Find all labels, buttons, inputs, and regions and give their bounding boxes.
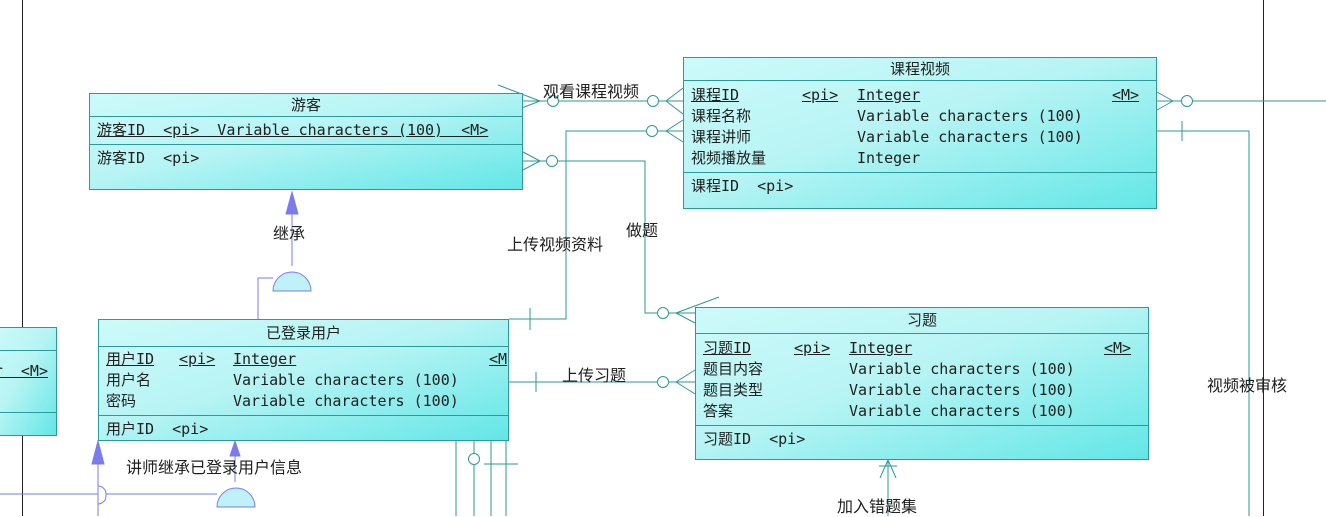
attribute-name: 密码 [106, 392, 137, 410]
relationship-label-do-exercise[interactable]: 做题 [626, 221, 659, 240]
video-review-line [1156, 91, 1326, 516]
attribute-row: 题目内容 Variable characters (100) [703, 359, 1148, 380]
attribute-type: Integer [857, 149, 921, 167]
index-row: 游客ID <pi> [97, 149, 200, 167]
attribute-mandatory: <M> [1112, 86, 1140, 104]
attribute-mandatory: <M [489, 350, 508, 368]
entity-course-video[interactable]: 课程视频 课程ID <pi> Integer <M> 课程名称 Variable… [683, 57, 1157, 209]
relationship-label-add-wrong-set[interactable]: 加入错题集 [837, 497, 918, 516]
attribute-type: Variable characters (100) [233, 371, 459, 389]
entity-title: 游客 [90, 94, 522, 117]
index-row: 用户ID <pi> [106, 420, 209, 438]
relationship-label-video-review[interactable]: 视频被审核 [1207, 376, 1288, 395]
attribute-name: 课程ID [691, 86, 740, 104]
attribute-row: 密码 Variable characters (100) [106, 391, 508, 412]
attribute-name: 习题ID [703, 339, 752, 357]
entity-exercise[interactable]: 习题 习题ID <pi> Integer <M> 题目内容 Variable c… [695, 307, 1149, 460]
attribute-row: 游客ID <pi> Variable characters (100) <M> [97, 121, 489, 139]
relationship-label-upload-video[interactable]: 上传视频资料 [507, 235, 604, 254]
entity-title: 习题 [696, 308, 1148, 334]
entity-partial-left[interactable]: r <M> [0, 327, 57, 436]
user-down-lines [455, 441, 518, 516]
attribute-type: Variable characters (100) [857, 107, 1083, 125]
upload-video-line [509, 119, 684, 330]
attribute-type: Variable characters (100) [849, 402, 1075, 420]
attribute-name: 用户ID [106, 350, 155, 368]
attribute-type: Integer [849, 339, 913, 357]
attribute-row: 课程ID <pi> Integer <M> [691, 85, 1156, 106]
attribute-pi: <pi> [794, 339, 831, 357]
attribute-type: Variable characters (100) [849, 360, 1075, 378]
relationship-label-inherit[interactable]: 继承 [273, 224, 306, 243]
attribute-row: 题目类型 Variable characters (100) [703, 380, 1148, 401]
attribute-pi: <pi> [179, 350, 216, 368]
relationship-label-upload-exercise[interactable]: 上传习题 [562, 366, 627, 385]
attribute-row: 用户ID <pi> Integer <M [106, 349, 508, 370]
attribute-name: 用户名 [106, 371, 152, 389]
attribute-row: 课程名称 Variable characters (100) [691, 106, 1156, 127]
index-row: 习题ID <pi> [703, 430, 806, 448]
entity-visitor[interactable]: 游客 游客ID <pi> Variable characters (100) <… [89, 93, 523, 190]
teacher-inherit-symbol [0, 439, 256, 516]
attribute-name: 题目内容 [703, 360, 764, 378]
attribute-name: 课程名称 [691, 107, 752, 125]
attribute-name: 题目类型 [703, 381, 764, 399]
index-row: 课程ID <pi> [691, 177, 794, 195]
attribute-pi: <pi> [802, 86, 839, 104]
attribute-type: Variable characters (100) [857, 128, 1083, 146]
attribute-row: 课程讲师 Variable characters (100) [691, 127, 1156, 148]
attribute-type: Integer [233, 350, 297, 368]
entity-title: 已登录用户 [99, 320, 508, 347]
index-row [0, 413, 56, 435]
attribute-type: Variable characters (100) [233, 392, 459, 410]
attribute-type: Integer [857, 86, 921, 104]
attribute-name: 答案 [703, 402, 734, 420]
entity-logged-user[interactable]: 已登录用户 用户ID <pi> Integer <M 用户名 Variable … [98, 319, 509, 441]
upload-exercise-line [509, 369, 696, 395]
relationship-label-teacher-inherit[interactable]: 讲师继承已登录用户信息 [126, 458, 303, 477]
attribute-row: 视频播放量 Integer [691, 148, 1156, 169]
entity-title [0, 328, 56, 351]
attribute-mandatory: <M> [1104, 339, 1132, 357]
inherit-symbol [257, 190, 312, 319]
attribute-type: Variable characters (100) [849, 381, 1075, 399]
attribute-name: 视频播放量 [691, 149, 767, 167]
attribute-row: 习题ID <pi> Integer <M> [703, 338, 1148, 359]
add-wrong-set-line [879, 459, 897, 516]
attribute-row: 用户名 Variable characters (100) [106, 370, 508, 391]
attribute-name: 课程讲师 [691, 128, 752, 146]
entity-title: 课程视频 [684, 58, 1156, 81]
attribute-row: 答案 Variable characters (100) [703, 401, 1148, 422]
do-exercise-line [522, 151, 720, 324]
attribute-row: r <M> [0, 362, 48, 380]
relationship-label-watch-video[interactable]: 观看课程视频 [543, 82, 640, 101]
